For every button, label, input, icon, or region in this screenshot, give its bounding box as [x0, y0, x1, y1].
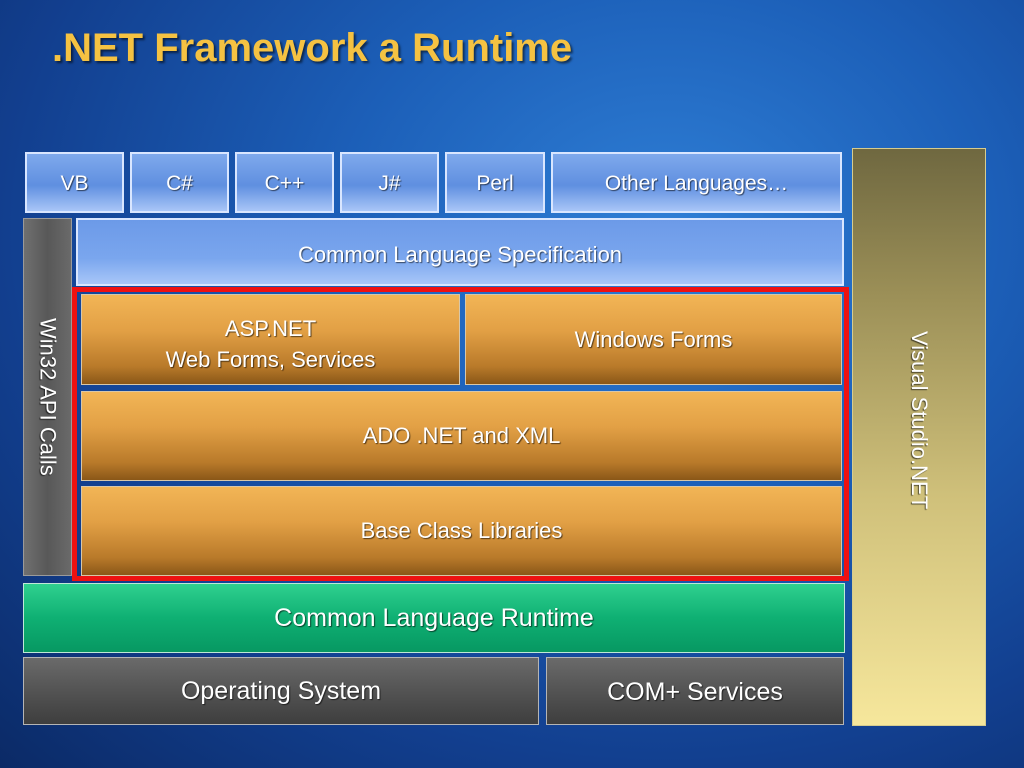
language-jsharp: J# [340, 152, 439, 213]
highlight-frame [72, 287, 849, 581]
operating-system: Operating System [23, 657, 539, 725]
common-language-specification: Common Language Specification [76, 218, 844, 286]
aspnet-block: ASP.NET Web Forms, Services [81, 294, 460, 385]
base-class-libraries-block: Base Class Libraries [81, 486, 842, 576]
ado-net-xml-block: ADO .NET and XML [81, 391, 842, 481]
slide-title: .NET Framework a Runtime [52, 26, 573, 70]
language-cpp: C++ [235, 152, 334, 213]
visual-studio-net: Visual Studio.NET [852, 148, 986, 726]
aspnet-title: ASP.NET [224, 316, 317, 341]
com-plus-services: COM+ Services [546, 657, 844, 725]
win32-api-calls: Win32 API Calls [23, 218, 72, 576]
language-csharp: C# [130, 152, 229, 213]
language-vb: VB [25, 152, 124, 213]
win32-api-calls-label: Win32 API Calls [35, 318, 61, 476]
language-perl: Perl [445, 152, 545, 213]
windows-forms-block: Windows Forms [465, 294, 842, 385]
common-language-runtime: Common Language Runtime [23, 583, 845, 653]
visual-studio-net-label: Visual Studio.NET [907, 331, 932, 510]
language-other: Other Languages… [551, 152, 842, 213]
aspnet-subtitle: Web Forms, Services [165, 347, 376, 372]
